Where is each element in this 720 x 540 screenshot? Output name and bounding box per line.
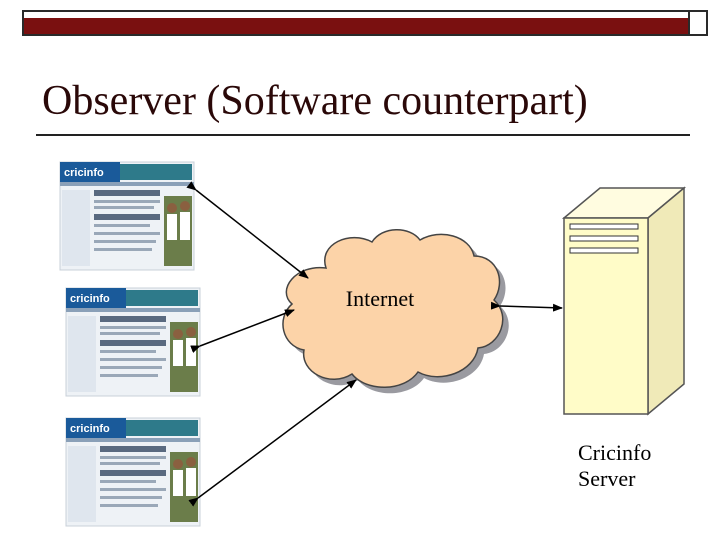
- arrow-internet-server: [490, 301, 563, 312]
- client-page-3: cricinfo: [65, 417, 201, 527]
- svg-text:cricinfo: cricinfo: [70, 423, 110, 435]
- server-tower: [561, 186, 687, 416]
- arrow-client3-internet: [188, 379, 357, 507]
- svg-text:cricinfo: cricinfo: [70, 293, 110, 305]
- svg-text:cricinfo: cricinfo: [64, 167, 104, 179]
- slide-title: Observer (Software counterpart): [42, 78, 588, 124]
- internet-label: Internet: [345, 286, 415, 311]
- title-bar-corner-box: [688, 10, 708, 36]
- server-label-line2: Server: [578, 466, 636, 492]
- title-divider: [36, 134, 690, 136]
- client-page-2: cricinfo: [65, 287, 201, 397]
- internet-cloud: [282, 229, 509, 394]
- server-label-line1: Cricinfo: [578, 440, 652, 465]
- arrow-client2-internet: [190, 309, 295, 353]
- arrow-client1-internet: [186, 181, 309, 279]
- server-label: Cricinfo Server: [578, 440, 651, 493]
- client-page-1: cricinfo: [59, 161, 195, 271]
- title-bar-band: [24, 18, 706, 34]
- title-bar-decoration: [22, 10, 708, 36]
